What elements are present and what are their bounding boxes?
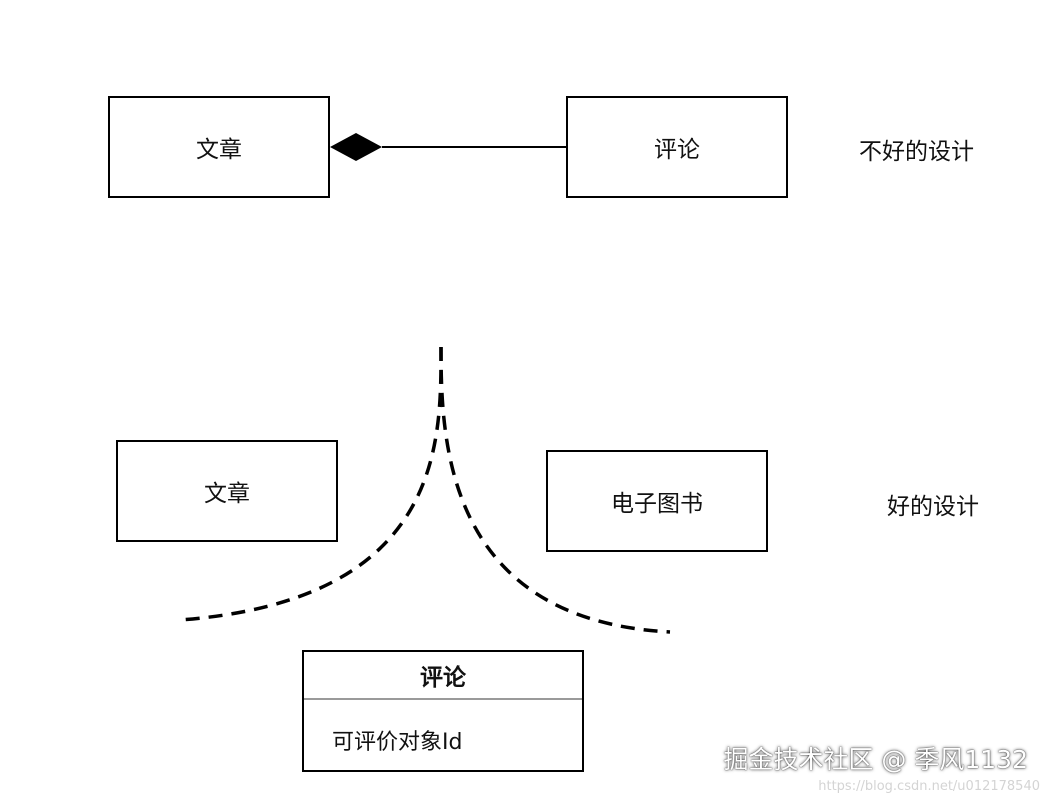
dashed-curve-left — [179, 346, 443, 622]
comment-class-attribute: 可评价对象Id — [332, 730, 463, 755]
article-label-bottom: 文章 — [204, 481, 250, 507]
article-box-bottom: 文章 — [116, 440, 338, 542]
article-box-top: 文章 — [108, 96, 330, 198]
ebook-label: 电子图书 — [611, 491, 703, 517]
dashed-curve-right — [439, 346, 671, 634]
comment-class-box: 评论 可评价对象Id — [302, 650, 584, 772]
ebook-box: 电子图书 — [546, 450, 768, 552]
good-design-caption: 好的设计 — [887, 494, 979, 520]
comment-label-top: 评论 — [654, 137, 700, 163]
watermark-text: 掘金技术社区 @ 季风1132 — [723, 745, 1028, 774]
article-label-top: 文章 — [196, 137, 242, 163]
comment-class-name: 评论 — [304, 652, 582, 700]
watermark-url: https://blog.csdn.net/u012178540 — [818, 779, 1040, 794]
comment-box-top: 评论 — [566, 96, 788, 198]
composition-diamond-icon — [330, 133, 382, 161]
bad-design-caption: 不好的设计 — [859, 139, 974, 165]
